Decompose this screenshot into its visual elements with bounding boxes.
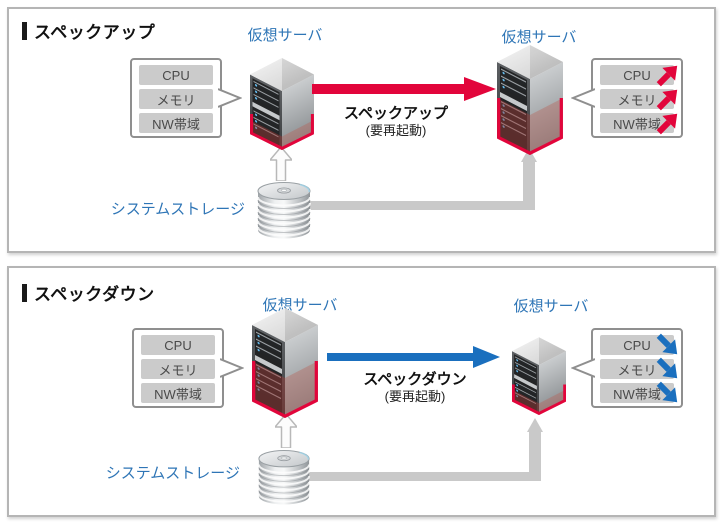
virtual-server-label: 仮想サーバ [501, 29, 577, 46]
up-right-arrow-icon [656, 65, 678, 87]
resource-chip: CPU [141, 335, 215, 355]
down-right-arrow-icon [656, 333, 678, 355]
system-storage-label: システムストレージ [105, 465, 240, 482]
callout-tail-icon [220, 358, 244, 378]
title-bar-icon [22, 283, 27, 302]
storage-to-server-connector-icon [283, 148, 537, 210]
virtual-server-label: 仮想サーバ [513, 298, 589, 315]
transition-label: スペックダウン [363, 371, 467, 388]
down-right-arrow-icon [656, 357, 678, 379]
storage-icon [257, 450, 311, 505]
server-icon [252, 308, 318, 418]
spec-up-panel: スペックアップ 仮想サーバ [7, 7, 716, 253]
resource-chip: メモリ [139, 89, 213, 109]
transition-note: (要再起動) [365, 123, 427, 138]
storage-to-server-arrow-icon [275, 414, 297, 448]
resource-callout: CPU メモリ NW帯域 [130, 58, 242, 138]
resource-chip: NW帯域 [600, 113, 678, 135]
resource-chip: NW帯域 [141, 383, 215, 403]
resource-chip: メモリ [141, 359, 215, 379]
down-right-arrow-icon [656, 381, 678, 403]
storage-to-server-connector-icon [287, 418, 543, 481]
virtual-server-label: 仮想サーバ [247, 27, 323, 44]
callout-tail-icon [218, 88, 242, 108]
resource-chip: メモリ [600, 357, 678, 379]
resource-chip: NW帯域 [139, 113, 213, 133]
transition-note: (要再起動) [384, 389, 446, 404]
system-storage-label: システムストレージ [110, 201, 245, 218]
resource-chip: CPU [600, 333, 678, 355]
panel-title: スペックダウン [22, 280, 155, 305]
transition-label: スペックアップ [344, 105, 448, 122]
resource-chip: メモリ [600, 89, 678, 111]
storage-icon [257, 182, 311, 239]
resource-chip: CPU [600, 65, 678, 87]
storage-to-server-arrow-icon [270, 147, 292, 181]
up-right-arrow-icon [656, 89, 678, 111]
panel-title: スペックアップ [22, 18, 155, 43]
resource-callout: CPU メモリ NW帯域 [571, 328, 683, 408]
spec-down-arrow-icon [327, 346, 500, 368]
resource-chip: CPU [139, 65, 213, 85]
server-icon [512, 337, 566, 415]
title-bar-icon [22, 21, 27, 40]
resource-callout: CPU メモリ NW帯域 [132, 328, 244, 408]
callout-tail-icon [571, 88, 595, 108]
panel-title-text: スペックダウン [34, 285, 155, 304]
up-right-arrow-icon [656, 113, 678, 135]
server-icon [250, 58, 314, 150]
virtual-server-label: 仮想サーバ [262, 297, 338, 314]
callout-tail-icon [571, 358, 595, 378]
resource-callout: CPU メモリ NW帯域 [571, 58, 683, 138]
panel-title-text: スペックアップ [34, 23, 156, 42]
server-icon [497, 45, 563, 155]
resource-chip: NW帯域 [600, 381, 678, 403]
spec-down-panel: スペックダウン 仮想サーバ CPU メモ [7, 266, 716, 517]
spec-up-arrow-icon [312, 77, 496, 101]
